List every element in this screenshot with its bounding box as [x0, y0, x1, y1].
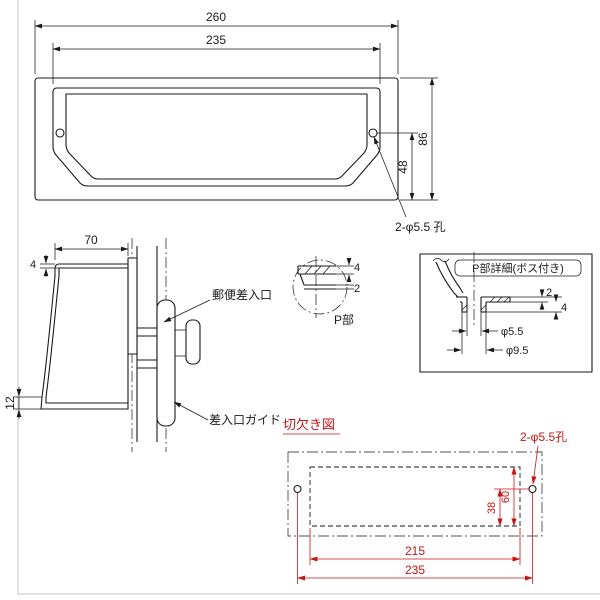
- hole-note-label: 2-φ5.5 孔: [395, 220, 445, 234]
- hatch-line: [461, 304, 468, 311]
- detail-dim-4: 4: [561, 302, 567, 314]
- guide-label: 差入口ガイド: [209, 413, 281, 427]
- faceplate-outline: [34, 77, 399, 201]
- faceplate-side: [127, 257, 138, 355]
- p-section-label: P部: [334, 312, 354, 327]
- balloon-dim-4: 4: [354, 262, 360, 274]
- dim-label-235: 235: [405, 563, 425, 577]
- dim-label-86: 86: [416, 132, 430, 146]
- drill-hole-left: [293, 484, 302, 494]
- hatch-line: [322, 265, 331, 275]
- detail-box-title: P部詳細(ボス付き): [472, 261, 564, 275]
- drawing-frame: [17, 0, 600, 595]
- mount-hole-left: [55, 128, 65, 138]
- cutout-rect: [309, 466, 521, 527]
- leader-line: [373, 136, 407, 218]
- balloon-dim-2: 2: [354, 283, 360, 295]
- dim-label-12: 12: [3, 396, 17, 410]
- wall-inner: [444, 260, 464, 294]
- cutout-hole-note: 2-φ5.5孔: [520, 430, 567, 444]
- flap-outline: [65, 93, 368, 180]
- boss-side: [185, 319, 201, 365]
- detail-dim-phi95: φ9.5: [506, 345, 528, 357]
- wall-outer: [435, 261, 459, 298]
- detail-dim-2: 2: [546, 287, 552, 299]
- dim-label-38: 38: [486, 502, 498, 514]
- dim-label-235: 235: [206, 33, 226, 47]
- dim-label-4: 4: [30, 259, 36, 271]
- dim-label-260: 260: [206, 10, 226, 24]
- leader-line: [173, 401, 209, 421]
- hatch-line: [496, 296, 503, 303]
- detail-title-capsule: [454, 259, 582, 277]
- detail-dim-phi55: φ5.5: [501, 326, 523, 338]
- dim-label-48: 48: [396, 160, 410, 174]
- dim-label-215: 215: [405, 544, 425, 558]
- hood-inner-line: [45, 267, 128, 404]
- section-line: [299, 273, 305, 286]
- cutout-diagram: 切欠き図 2-φ5.5孔 215 235 38 60: [283, 417, 567, 584]
- side-view: 70 4 12 郵便差入口 差入口ガイド: [3, 233, 281, 452]
- front-view: 260 235 86 48 2-φ5.5 孔: [34, 10, 445, 234]
- leader-line: [531, 445, 539, 485]
- dim-label-70: 70: [84, 233, 98, 247]
- drill-hole-right: [528, 484, 537, 494]
- break-line: [432, 257, 450, 263]
- hatch-line: [304, 265, 313, 275]
- hood-outline: [40, 263, 129, 410]
- hatch-line: [489, 296, 496, 303]
- balloon-circle: [292, 259, 348, 315]
- p-detail-box: P部詳細(ボス付き) 2 4 φ5.5: [419, 252, 593, 373]
- leader-line: [163, 299, 211, 323]
- dim-label-60: 60: [500, 491, 512, 503]
- guide-plate-side: [156, 299, 176, 427]
- cutout-title: 切欠き図: [283, 417, 335, 432]
- detail-box-border: [419, 253, 593, 373]
- mail-slot-label: 郵便差入口: [212, 288, 272, 302]
- hatch-line: [313, 265, 322, 275]
- p-detail-balloon: 4 2 P部: [292, 256, 360, 327]
- fixture-outline-ref: [287, 451, 543, 537]
- hatch-line: [480, 304, 487, 311]
- recess-outline: [52, 87, 381, 187]
- hatch-line: [503, 296, 510, 303]
